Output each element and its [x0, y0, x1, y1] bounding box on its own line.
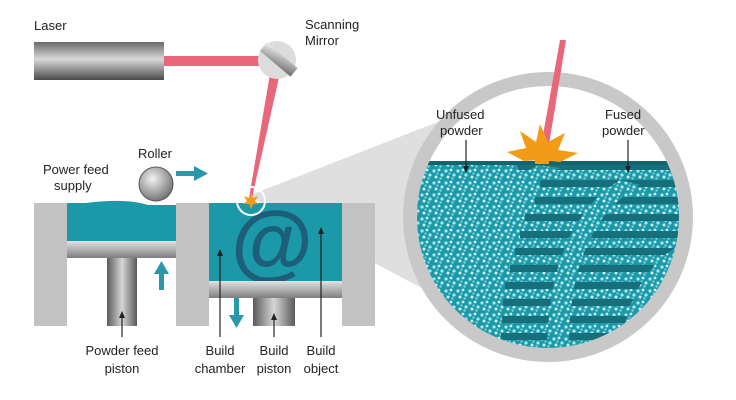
right-wall [342, 203, 375, 326]
laser-beam-horizontal [164, 56, 276, 66]
label-unfused-1: Unfused [436, 107, 484, 122]
label-build-object-2: object [304, 361, 339, 376]
feed-powder [67, 200, 176, 241]
powder-arc-1 [477, 165, 560, 355]
melt-pool [535, 159, 549, 164]
label-fused-2: powder [602, 123, 645, 138]
build-piston-plate [209, 281, 342, 298]
roller [138, 166, 174, 202]
feed-piston-plate [67, 241, 176, 258]
build-object-symbol: @ [231, 194, 313, 288]
label-powder-feed-piston-1: Powder feed [86, 343, 159, 358]
magnified-laser-beam [538, 40, 566, 163]
left-wall [34, 203, 67, 326]
laser-body [34, 42, 164, 80]
small-spark [243, 193, 259, 209]
label-build-chamber-2: chamber [195, 361, 246, 376]
build-powder [209, 203, 342, 281]
label-scanning-1: Scanning [305, 17, 359, 32]
label-powder-feed-piston-2: piston [105, 361, 140, 376]
roller-direction-arrow [176, 166, 208, 181]
label-power-feed-1: Power feed [43, 162, 109, 177]
middle-wall [176, 203, 209, 326]
label-power-feed-2: supply [54, 178, 92, 193]
laser-beam-down [249, 62, 282, 198]
label-build-piston-1: Build [260, 343, 289, 358]
feed-up-arrow [154, 261, 169, 290]
leader-lines [119, 140, 631, 337]
label-laser: Laser [34, 18, 67, 33]
build-down-arrow [229, 298, 244, 328]
label-build-piston-2: piston [257, 361, 292, 376]
scanning-mirror [258, 41, 298, 79]
label-roller: Roller [138, 146, 173, 161]
label-fused-1: Fused [605, 107, 641, 122]
label-build-object-1: Build [307, 343, 336, 358]
powder-arc-2 [547, 180, 640, 355]
large-spark [507, 124, 578, 162]
label-scanning-2: Mirror [305, 33, 340, 48]
focus-circle [236, 186, 266, 216]
label-build-chamber-1: Build [206, 343, 235, 358]
label-unfused-2: powder [440, 123, 483, 138]
